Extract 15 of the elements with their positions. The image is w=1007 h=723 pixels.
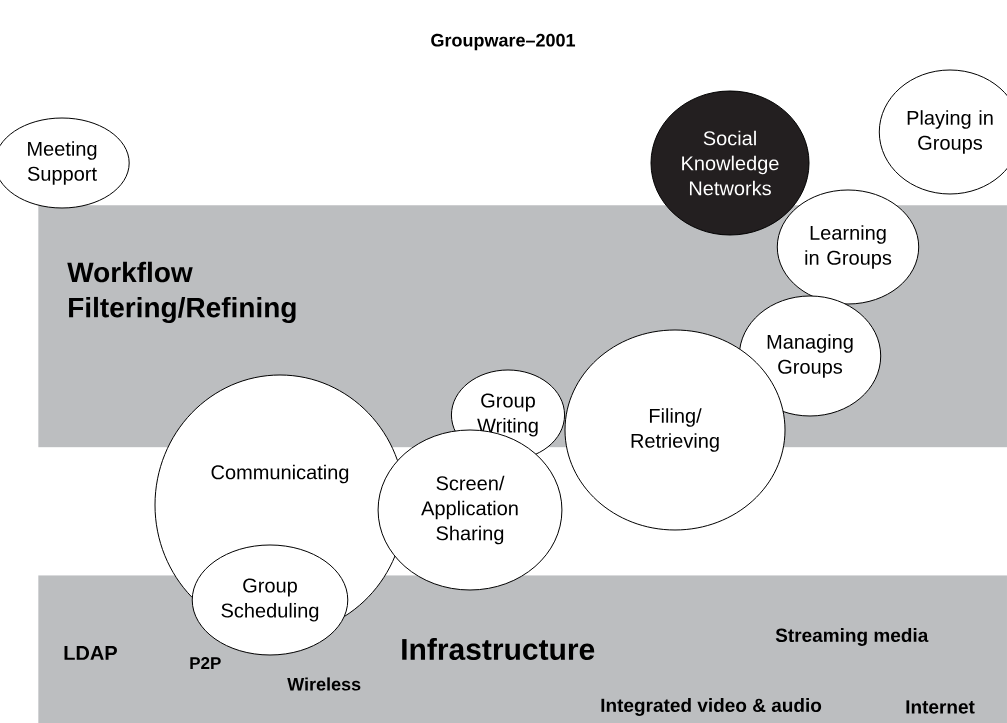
band-label: Internet (906, 700, 975, 714)
bubble: Playing in Groups (878, 69, 1007, 195)
band-label: Wireless (287, 677, 361, 691)
bubble: Social Knowledge Networks (650, 90, 810, 236)
band-label: Integrated video & audio (601, 698, 822, 716)
bubble: Group Scheduling (191, 544, 349, 656)
band-label: LDAP (64, 646, 117, 660)
band-label: Workflow (67, 261, 193, 283)
band-label: Filtering/Refining (69, 296, 296, 324)
band-label: Infrastructure (402, 638, 595, 660)
title: Groupware–2001 (431, 33, 576, 51)
bubble: Learning in Groups (776, 189, 920, 305)
bubble: Meeting Support (0, 117, 130, 209)
band-label: Streaming media (775, 628, 929, 646)
band-label: P2P (190, 657, 221, 669)
